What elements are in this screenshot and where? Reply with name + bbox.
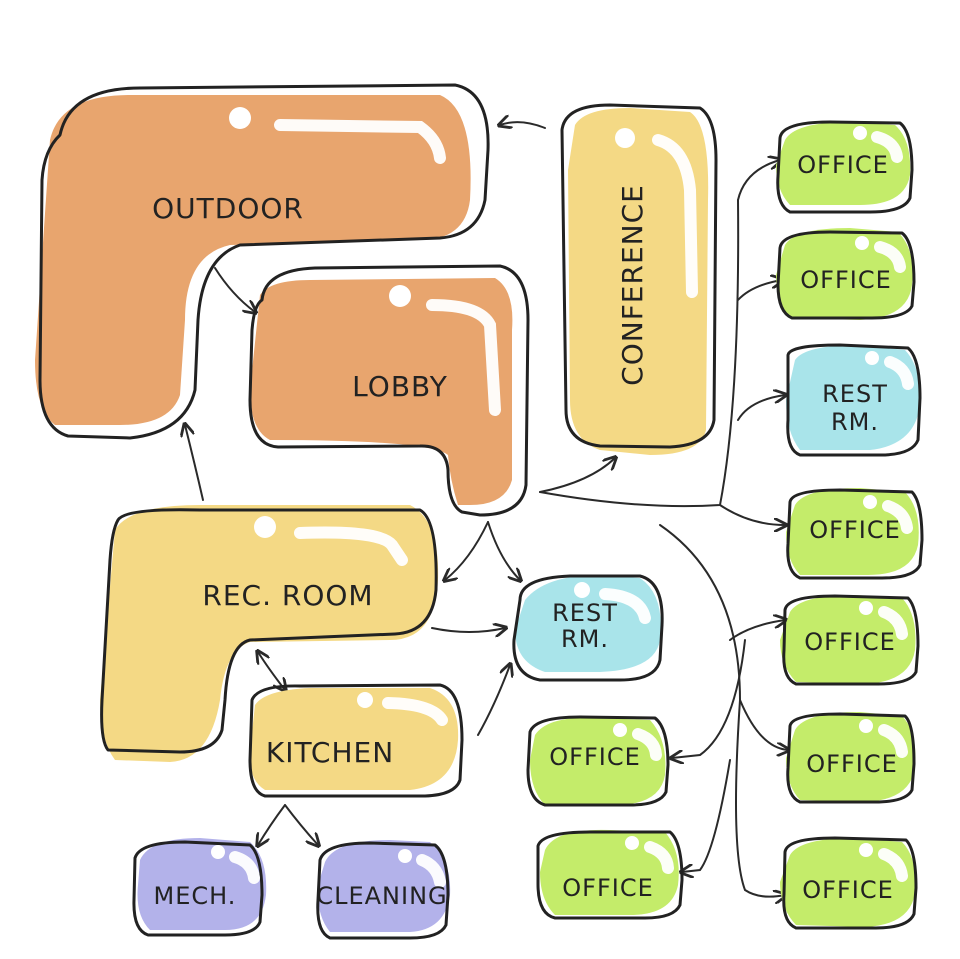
arrow-recroom-to-restrm — [431, 628, 505, 632]
arrow-corridor-to-office-3 — [719, 504, 785, 525]
room-conference: CONFERENCE — [560, 103, 718, 455]
room-office-right-6: OFFICE — [780, 836, 918, 930]
room-office-right-3: OFFICE — [786, 488, 924, 580]
room-rest-rm-right: REST RM. — [786, 343, 922, 457]
room-mech-label: MECH. — [154, 882, 237, 910]
room-outdoor-label: OUTDOOR — [152, 192, 304, 225]
room-office-right-1: OFFICE — [776, 120, 914, 214]
room-office-right-2: OFFICE — [776, 228, 916, 320]
room-lobby-label: LOBBY — [352, 370, 448, 403]
room-office-right-3-label: OFFICE — [809, 516, 901, 544]
room-outdoor: OUTDOOR — [35, 83, 490, 440]
room-office-right-4-label: OFFICE — [804, 628, 896, 656]
room-rest-rm-right-label-1: REST — [822, 380, 888, 408]
arrow-kitchen-to-cleaning — [284, 804, 318, 845]
arrow-recroom-to-outdoor — [185, 425, 204, 501]
room-office-left-1-label: OFFICE — [549, 743, 641, 771]
room-office-right-6-label: OFFICE — [802, 876, 894, 904]
room-rest-rm-right-label-2: RM. — [831, 408, 879, 436]
room-rest-rm-center: REST RM. — [512, 574, 664, 682]
room-office-right-5-label: OFFICE — [806, 750, 898, 778]
room-cleaning-label: CLEANING — [316, 882, 447, 910]
room-office-left-2: OFFICE — [536, 829, 684, 920]
arrow-kitchen-to-mech — [258, 804, 286, 845]
room-cleaning: CLEANING — [316, 840, 451, 940]
arrow-corridor-to-office-left-1 — [672, 639, 746, 758]
room-office-right-4: OFFICE — [780, 594, 920, 686]
room-office-right-5: OFFICE — [786, 712, 916, 804]
room-kitchen-label: KITCHEN — [266, 736, 394, 769]
arrow-corridor-to-restrm-right — [737, 395, 785, 421]
arrow-recroom-kitchen — [258, 652, 285, 690]
arrow-corridor-to-office-left-2 — [682, 759, 731, 872]
room-office-right-2-label: OFFICE — [800, 266, 892, 294]
room-conference-label: CONFERENCE — [616, 184, 649, 386]
arrow-lobby-to-restrm — [487, 521, 520, 580]
room-office-right-1-label: OFFICE — [797, 151, 889, 179]
room-rest-rm-center-label-1: REST — [552, 599, 618, 627]
arrow-lobby-to-recroom — [445, 521, 489, 580]
room-office-left-1: OFFICE — [526, 715, 670, 807]
room-mech: MECH. — [132, 838, 267, 937]
room-rec-room-label: REC. ROOM — [202, 579, 373, 612]
room-lobby: LOBBY — [248, 264, 530, 517]
arrow-corridor-to-office-1 — [737, 160, 780, 201]
arrow-corridor-to-office-6 — [735, 699, 785, 897]
arrow-corridor-to-office-2 — [737, 280, 782, 301]
room-kitchen: KITCHEN — [248, 683, 464, 798]
arrow-conference-to-outdoor — [500, 122, 546, 128]
room-rest-rm-center-label-2: RM. — [561, 625, 609, 653]
arrow-outdoor-to-lobby — [214, 267, 255, 312]
arrow-lobby-to-conference — [539, 458, 615, 493]
arrow-corridor-to-office-5 — [659, 524, 788, 750]
arrow-corridor-to-office-4 — [729, 620, 785, 641]
arrow-corridor-main — [539, 199, 740, 508]
arrow-kitchen-to-restrm — [477, 665, 510, 736]
room-office-left-2-label: OFFICE — [562, 874, 654, 902]
room-rec-room: REC. ROOM — [100, 505, 439, 762]
